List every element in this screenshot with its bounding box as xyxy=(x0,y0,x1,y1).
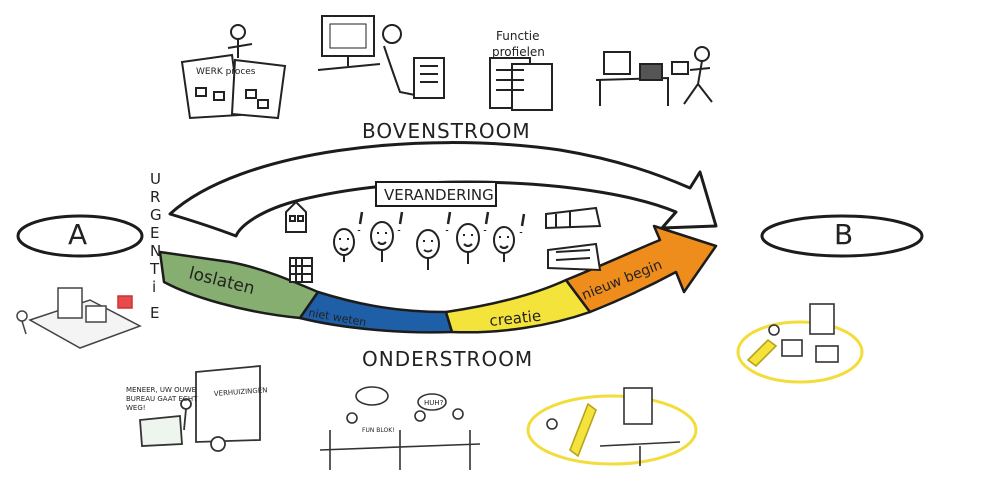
urgentie-letter: R xyxy=(150,188,160,206)
face-icon xyxy=(370,221,394,262)
sketch-functieprofielen xyxy=(489,57,553,111)
exclamation-icons xyxy=(357,211,526,233)
urgentie-letter: U xyxy=(150,170,161,188)
functieprofielen-label-1: Functie xyxy=(496,29,539,43)
building-icon xyxy=(545,206,602,230)
urgentie-letter: E xyxy=(150,224,159,242)
face-icon xyxy=(416,229,440,270)
fun-blok-note: FUN BLOK! xyxy=(362,427,395,434)
state-a-label: A xyxy=(68,218,87,251)
state-b-ellipse xyxy=(760,214,924,258)
functieprofielen-label-2: profielen xyxy=(492,45,545,59)
sketch-office-desk xyxy=(595,46,713,106)
sketch-werkprocessen xyxy=(180,24,287,120)
urgentie-letter: E xyxy=(150,304,159,322)
state-b-label: B xyxy=(834,218,853,251)
face-icon xyxy=(333,228,355,262)
sketch-creative-office xyxy=(526,387,698,466)
werkprocessen-label: WERK proces xyxy=(196,67,256,77)
urgentie-letter: i xyxy=(152,278,156,296)
huh-bubble: HUH? xyxy=(424,399,444,407)
face-icon xyxy=(493,226,515,262)
state-a-ellipse xyxy=(16,214,144,258)
sketch-new-office xyxy=(736,303,864,384)
phase-creatie-label: creatie xyxy=(489,307,542,330)
sketch-office-left xyxy=(16,287,142,349)
verandering-label: VERANDERING xyxy=(384,186,494,204)
lower-flow xyxy=(158,224,718,334)
building-icon xyxy=(289,257,313,283)
urgentie-letter: N xyxy=(150,242,161,260)
phase-nieuw-begin-segment xyxy=(564,224,718,314)
sketch-computer-worker xyxy=(317,15,445,99)
onderstroom-title: ONDERSTROOM xyxy=(362,347,533,371)
urgentie-label: U R G E N T i E xyxy=(149,170,162,322)
verandering-box xyxy=(375,181,497,207)
building-icon xyxy=(285,200,307,233)
sketch-moving-truck xyxy=(139,365,261,452)
sketch-confused-office xyxy=(319,386,481,470)
urgentie-letter: G xyxy=(150,206,162,224)
upper-flow-arrow xyxy=(168,141,718,238)
moving-bubble-line-2: BUREAU GAAT ECHT xyxy=(126,395,198,403)
moving-bubble-line-3: WEG! xyxy=(126,404,146,412)
people-faces xyxy=(333,221,515,270)
building-icon xyxy=(547,242,602,272)
bovenstroom-title: BOVENSTROOM xyxy=(362,119,531,143)
face-icon xyxy=(456,223,480,264)
truck-label: VERHUIZINGEN xyxy=(214,386,268,398)
moving-bubble-line-1: MENEER, UW OUWE xyxy=(126,386,196,394)
urgentie-letter: T xyxy=(149,260,160,278)
